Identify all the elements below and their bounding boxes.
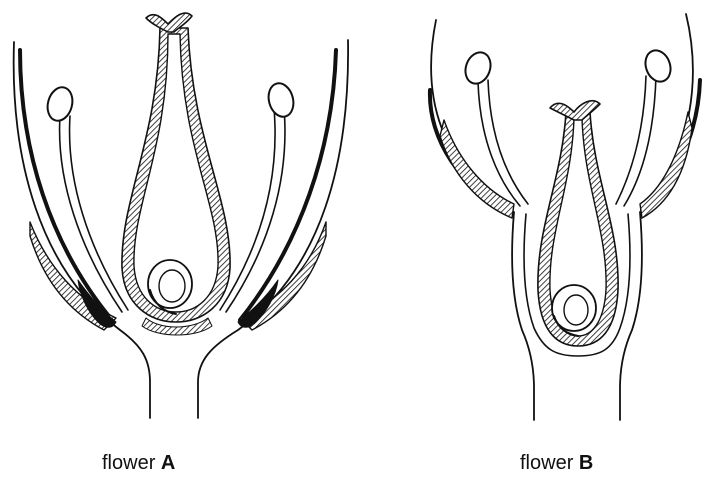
flower-b-stigma [550, 101, 600, 120]
flower-a-caption: flower A [102, 452, 175, 475]
flower-a [14, 13, 348, 418]
flower-a-caption-prefix: flower [102, 452, 155, 474]
flower-a-filament-left [60, 116, 128, 312]
flower-b-filament-right [616, 76, 656, 206]
flower-a-filament-right [220, 108, 285, 312]
flower-a-anther-left [44, 84, 76, 123]
flower-a-anther-right [265, 80, 297, 119]
flower-b-caption-letter: B [579, 452, 593, 474]
flower-b-anther-left [461, 49, 494, 87]
flower-b-petal-left [440, 120, 514, 218]
flower-b-caption: flower B [520, 452, 593, 475]
flower-b-petal-right [640, 112, 692, 218]
flower-b [430, 14, 700, 420]
flower-a-caption-letter: A [161, 452, 175, 474]
flower-b-caption-prefix: flower [520, 452, 573, 474]
